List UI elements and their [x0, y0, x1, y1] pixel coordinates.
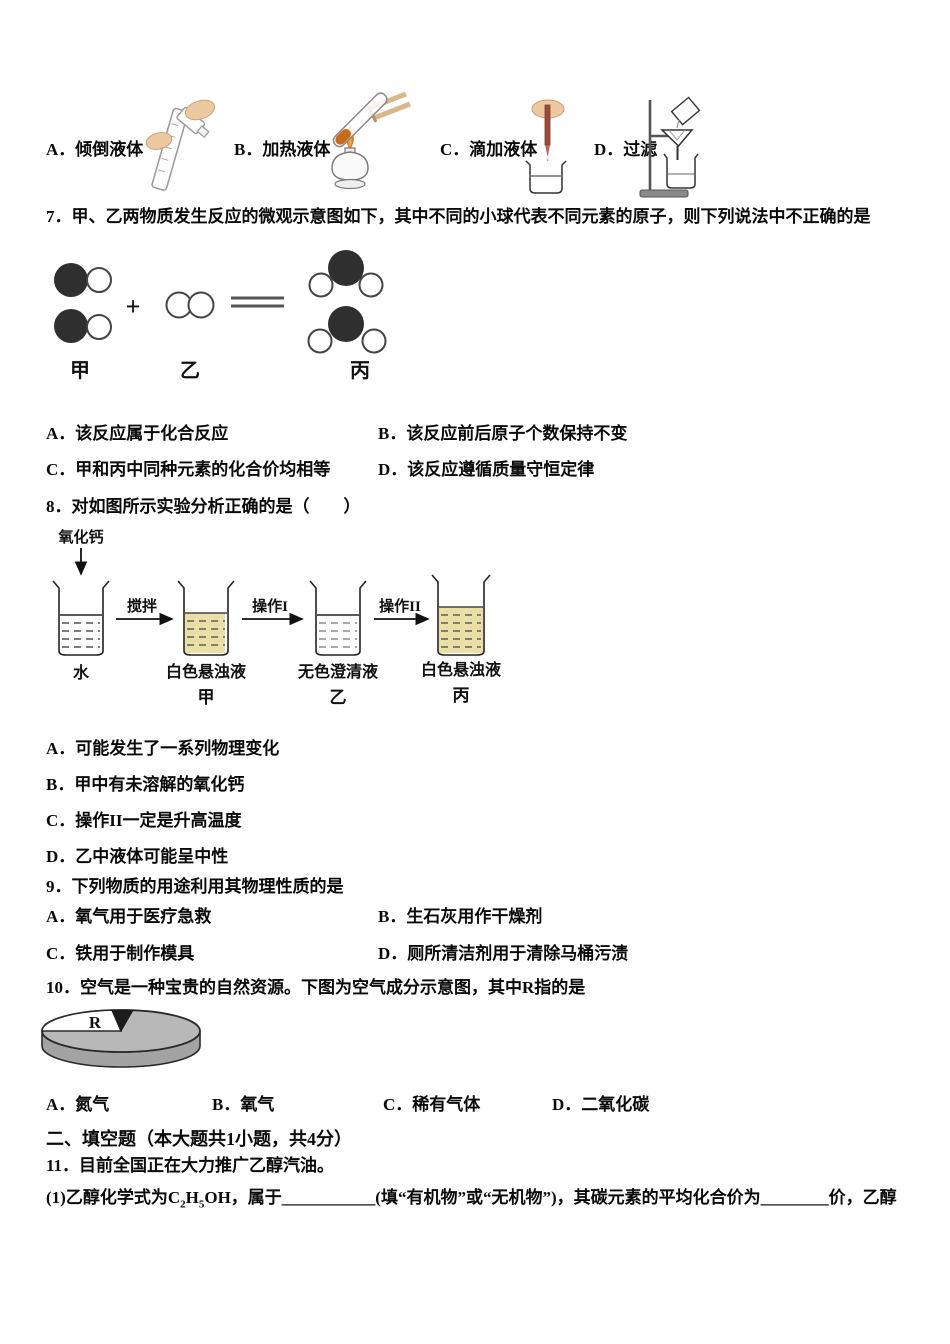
pie-slice-r — [41, 1009, 123, 1032]
q7-option-c: C．甲和丙中同种元素的化合价均相等 — [46, 460, 331, 479]
hand — [145, 99, 216, 150]
section2-header: 二、填空题（本大题共1小题，共4分） — [46, 1129, 352, 1149]
iron-stand — [639, 100, 689, 198]
q7-option-a: A．该反应属于化合反应 — [46, 424, 229, 443]
beaker2-label: 白色悬浊液 — [166, 662, 247, 681]
pour-liquid-icon — [145, 99, 216, 191]
reagent-label: 氧化钙 — [57, 528, 103, 546]
beaker4-label: 白色悬浊液 — [421, 660, 502, 679]
small-beaker — [525, 160, 567, 194]
q11-part1-mid3: (填“有机物”或“无机物”)，其碳元素的平均化合价为 — [375, 1188, 761, 1207]
arrow1-label: 搅拌 — [127, 597, 157, 615]
equals-sign — [231, 296, 284, 308]
beaker3-label: 无色澄清液 — [297, 662, 379, 681]
q8-option-b: B．甲中有未溶解的氧化钙 — [46, 775, 245, 794]
q6-option-c-label: C．滴加液体 — [440, 140, 538, 159]
pour-stream — [676, 119, 680, 129]
beaker-yi — [309, 580, 367, 656]
q11-part1-mid1: H — [185, 1188, 199, 1207]
q8-option-a: A．可能发生了一系列物理变化 — [46, 739, 280, 758]
heat-liquid-icon — [331, 92, 411, 190]
label-jia: 甲 — [70, 360, 90, 382]
q6-option-b-label: B．加热液体 — [234, 140, 331, 159]
arrow3-label: 操作II — [379, 597, 421, 615]
molecule-yi — [165, 291, 215, 319]
q8-stem: 8．对如图所示实验分析正确的是（ ） — [46, 497, 361, 516]
label-yi: 乙 — [180, 360, 200, 382]
q6-option-a-label: A．倾倒液体 — [46, 140, 144, 159]
q10-option-a: A．氮气 — [46, 1095, 110, 1114]
q11-part1-line: (1)乙醇化学式为C2H5OH，属于___________(填“有机物”或“无机… — [46, 1187, 897, 1212]
pie-slice-small — [111, 1009, 134, 1033]
receiving-beaker — [663, 153, 699, 189]
q7-option-d: D．该反应遵循质量守恒定律 — [378, 460, 595, 479]
dropper — [544, 104, 551, 167]
q8-option-d: D．乙中液体可能呈中性 — [46, 847, 229, 866]
beaker1-label: 水 — [73, 663, 90, 682]
q11-blank-1: ___________ — [281, 1188, 376, 1207]
test-tube — [332, 92, 388, 148]
q9-option-d: D．厕所清洁剂用于清除马桶污渍 — [378, 944, 629, 963]
alcohol-lamp — [331, 147, 369, 190]
molecule-bing-1 — [308, 250, 384, 298]
q10-option-c: C．稀有气体 — [383, 1095, 481, 1114]
q9-stem: 9．下列物质的用途利用其物理性质的是 — [46, 877, 344, 896]
beaker2-sub: 甲 — [198, 688, 215, 707]
drop-liquid-icon — [525, 99, 567, 194]
q10-option-d: D．二氧化碳 — [552, 1095, 650, 1114]
q9-option-b: B．生石灰用作干燥剂 — [378, 907, 543, 926]
q11-formula-sub-2: 2 — [180, 1198, 186, 1211]
q9-option-a: A．氧气用于医疗急救 — [46, 907, 212, 926]
q11-formula-sub-5: 5 — [198, 1198, 205, 1211]
filtration-icon — [639, 96, 701, 198]
q6-option-d-label: D．过滤 — [594, 140, 658, 159]
molecule-jia-2 — [54, 309, 112, 343]
q8-option-c: C．操作II一定是升高温度 — [46, 811, 242, 830]
air-composition-pie-chart: R — [41, 1009, 201, 1068]
q11-blank-2: ________ — [760, 1188, 829, 1207]
pie-label-r: R — [89, 1013, 102, 1032]
molecule-jia-1 — [54, 263, 112, 297]
q11-part1-mid2: OH，属于 — [204, 1188, 282, 1207]
beaker3-sub: 乙 — [330, 688, 347, 707]
q8-experiment-diagram: 氧化钙 水 搅拌 白色悬浊液 甲 操作I — [52, 528, 502, 707]
molecule-bing-2 — [307, 306, 387, 354]
q9-option-c: C．铁用于制作模具 — [46, 944, 195, 963]
pouring-beaker — [670, 96, 701, 126]
beaker-water — [52, 580, 110, 656]
plus-sign: + — [126, 292, 141, 321]
beaker4-sub: 丙 — [453, 686, 470, 705]
arrow2-label: 操作I — [252, 597, 288, 615]
funnel — [660, 129, 694, 160]
q11-part1-pre: (1)乙醇化学式为C — [46, 1188, 181, 1207]
q7-option-b: B．该反应前后原子个数保持不变 — [378, 424, 628, 443]
q7-stem: 7．甲、乙两物质发生反应的微观示意图如下，其中不同的小球代表不同元素的原子，则下… — [46, 207, 871, 226]
q10-stem: 10．空气是一种宝贵的自然资源。下图为空气成分示意图，其中R指的是 — [46, 978, 586, 997]
label-bing: 丙 — [350, 360, 370, 382]
q11-stem: 11．目前全国正在大力推广乙醇汽油。 — [46, 1156, 335, 1175]
q10-option-b: B．氧气 — [212, 1095, 275, 1114]
q7-reaction-diagram: + 甲 乙 丙 — [54, 250, 387, 382]
beaker-bing — [431, 574, 491, 656]
beaker-jia — [177, 580, 235, 656]
q11-part1-post: 价，乙醇 — [828, 1188, 897, 1207]
